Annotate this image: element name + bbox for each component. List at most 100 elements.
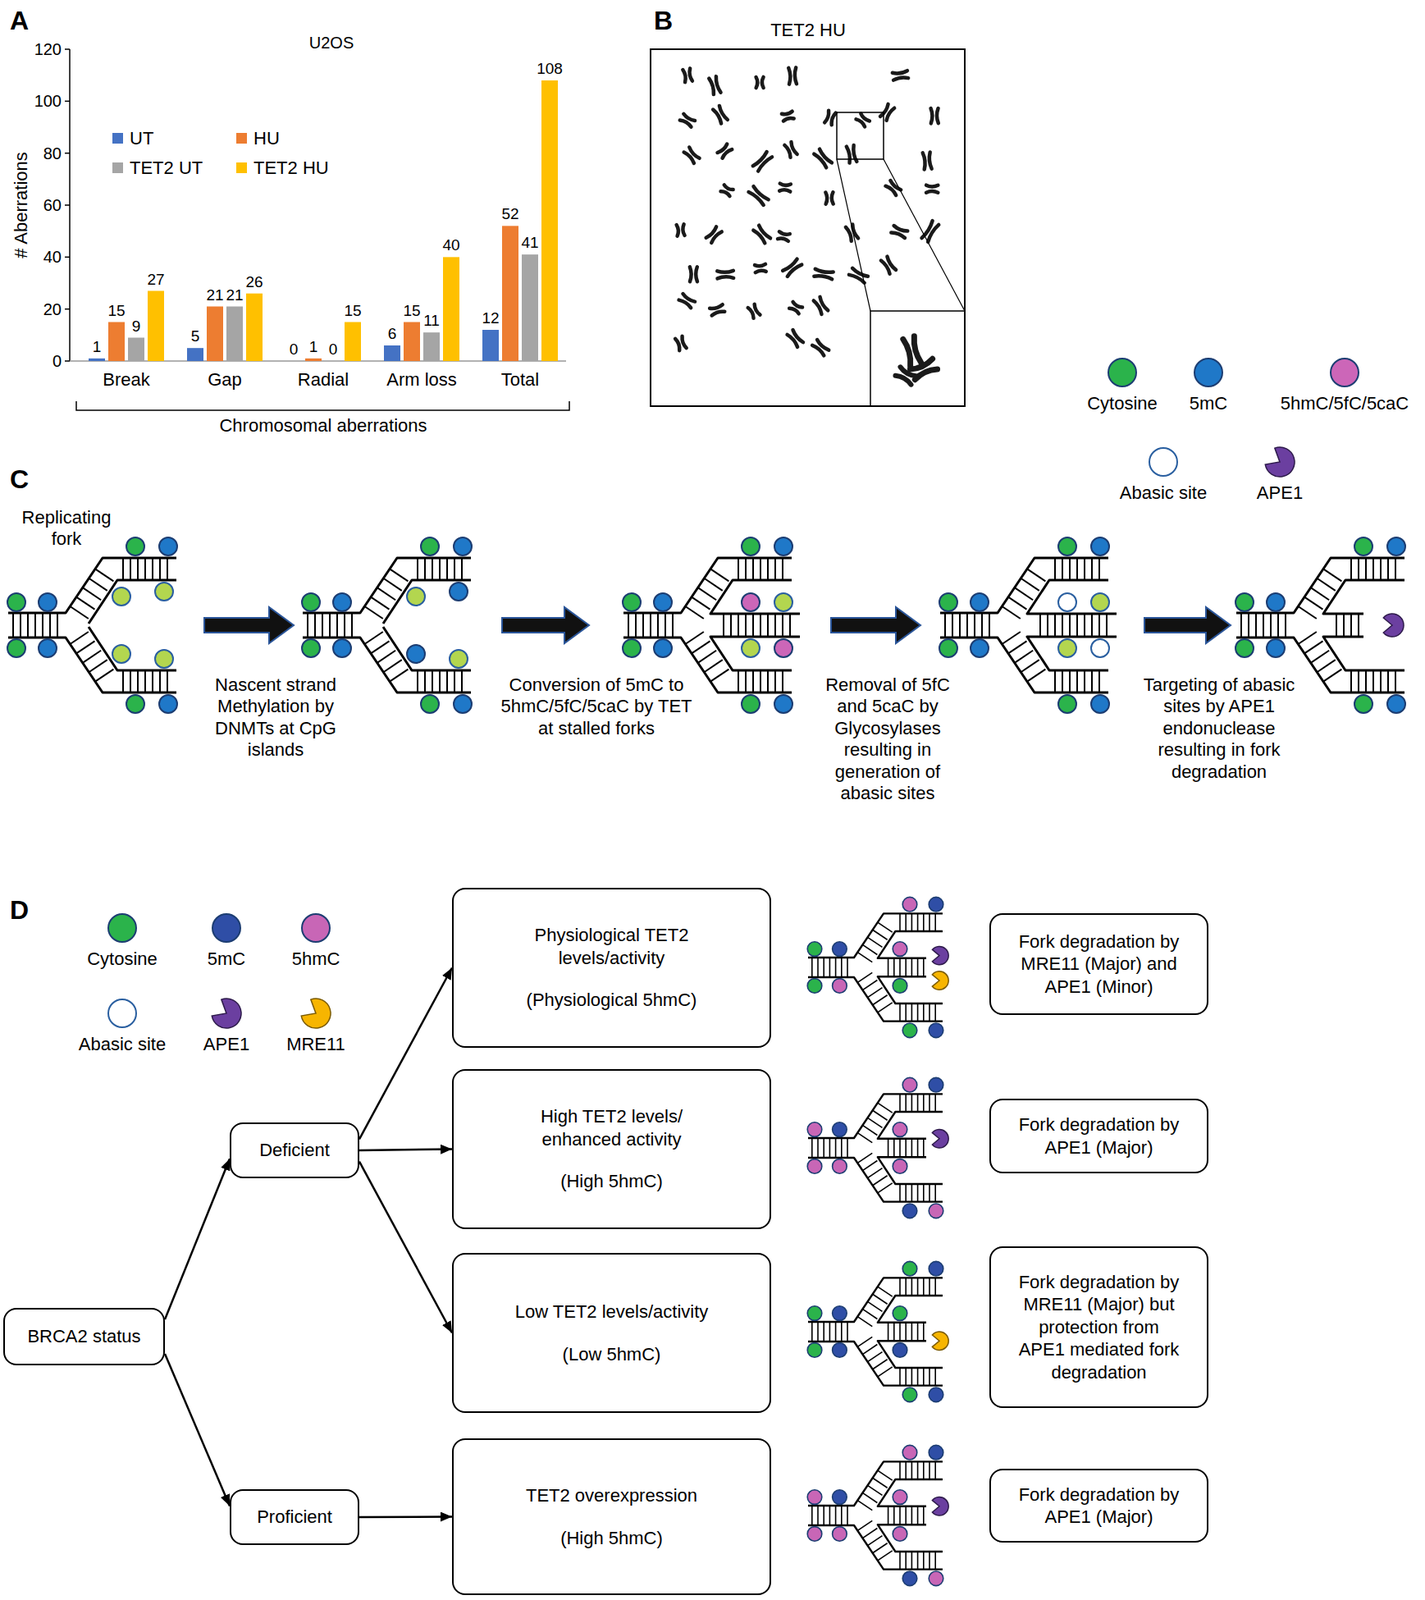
chromatid bbox=[777, 237, 789, 242]
nucleotide-circle bbox=[1235, 639, 1254, 658]
base-pair-rung bbox=[877, 1182, 893, 1193]
nucleotide-circle bbox=[449, 582, 468, 601]
base-pair-rung bbox=[159, 670, 161, 693]
base-pair-rung bbox=[166, 557, 169, 581]
chromosome bbox=[789, 301, 803, 314]
base-pair-rung bbox=[928, 913, 931, 932]
base-pair-rung bbox=[1014, 587, 1033, 600]
base-pair-rung bbox=[1372, 557, 1375, 581]
base-pair-rung bbox=[1304, 640, 1323, 654]
base-pair-rung bbox=[1365, 557, 1367, 581]
replication-fork bbox=[807, 1260, 949, 1402]
chromosome bbox=[812, 339, 829, 356]
base-pair-rung bbox=[917, 1367, 919, 1386]
base-pair-rung bbox=[56, 612, 59, 638]
base-pair-rung bbox=[774, 613, 777, 637]
base-pair-rung bbox=[911, 1138, 914, 1157]
chromatid bbox=[680, 336, 687, 349]
base-pair-rung bbox=[934, 1461, 937, 1480]
base-pair-rung bbox=[840, 957, 843, 978]
base-pair-rung bbox=[364, 606, 383, 619]
base-pair-rung bbox=[922, 1461, 925, 1480]
base-pair-rung bbox=[1262, 612, 1265, 638]
base-pair-rung bbox=[710, 568, 729, 581]
chromatid bbox=[709, 304, 723, 310]
base-pair-rung bbox=[383, 659, 402, 672]
base-pair-rung bbox=[904, 1093, 907, 1112]
base-pair-rung bbox=[19, 612, 22, 638]
condition-box: TET2 overexpression(High 5hmC) bbox=[452, 1438, 772, 1595]
base-pair-rung bbox=[1061, 670, 1064, 693]
base-pair-rung bbox=[928, 1367, 931, 1386]
legend-swatch bbox=[1329, 357, 1360, 388]
bar bbox=[502, 225, 519, 361]
base-pair-rung bbox=[862, 944, 877, 955]
base-pair-rung bbox=[767, 557, 769, 581]
base-pair-rung bbox=[1068, 557, 1071, 581]
base-pair-rung bbox=[389, 568, 408, 581]
base-pair-rung bbox=[934, 1277, 937, 1296]
chromatid bbox=[753, 151, 768, 167]
base-pair-rung bbox=[737, 557, 740, 581]
base-pair-rung bbox=[34, 612, 37, 638]
chromosome bbox=[676, 223, 686, 236]
base-pair-rung bbox=[862, 1492, 877, 1503]
chromatid bbox=[892, 70, 908, 74]
base-pair-rung bbox=[744, 670, 747, 693]
nucleotide-circle bbox=[453, 537, 472, 556]
bar bbox=[344, 322, 361, 362]
nucleotide-circle bbox=[902, 1260, 918, 1276]
base-pair-rung bbox=[857, 1132, 873, 1143]
base-pair-rung bbox=[867, 1535, 883, 1546]
panel-letter: D bbox=[9, 894, 29, 926]
chromatid bbox=[714, 76, 721, 93]
chromatid bbox=[708, 77, 715, 95]
base-pair-rung bbox=[1076, 557, 1078, 581]
bar-value: 0 bbox=[328, 340, 338, 360]
base-pair-rung bbox=[1304, 597, 1323, 610]
base-pair-rung bbox=[872, 1477, 888, 1488]
base-pair-rung bbox=[1255, 612, 1257, 638]
chromosome bbox=[895, 366, 916, 384]
base-pair-rung bbox=[737, 670, 740, 693]
nucleotide-circle bbox=[832, 1122, 848, 1138]
base-pair-rung bbox=[82, 650, 101, 663]
nucleotide-circle bbox=[1266, 593, 1285, 612]
base-pair-rung bbox=[934, 1551, 937, 1570]
chromatid bbox=[928, 151, 932, 169]
chromatid bbox=[855, 118, 866, 127]
outcome-box: Fork degradation by APE1 (Major) bbox=[989, 1468, 1209, 1543]
base-pair-rung bbox=[917, 913, 919, 932]
base-pair-rung bbox=[811, 957, 813, 978]
zoom-box bbox=[836, 112, 884, 160]
base-pair-rung bbox=[922, 958, 925, 977]
base-pair-rung bbox=[922, 913, 925, 932]
dna-strand bbox=[1027, 580, 1117, 614]
bar bbox=[108, 322, 125, 362]
base-pair-rung bbox=[691, 597, 710, 610]
base-pair-rung bbox=[922, 1322, 925, 1341]
panel-letter: C bbox=[9, 463, 29, 495]
nuclease-symbol bbox=[301, 998, 331, 1028]
bar-value: 41 bbox=[520, 233, 539, 253]
base-pair-rung bbox=[904, 958, 907, 977]
axis-tick-label: 120 bbox=[34, 39, 62, 60]
chromatid bbox=[717, 276, 734, 279]
image-frame bbox=[650, 49, 965, 407]
dna-strand bbox=[808, 913, 943, 958]
chromosome bbox=[682, 68, 693, 83]
axis-tick-label: 20 bbox=[43, 299, 62, 320]
nucleotide-circle bbox=[807, 978, 823, 994]
nucleotide-circle bbox=[774, 537, 793, 556]
legend-swatch bbox=[112, 132, 124, 144]
nucleotide-circle bbox=[126, 694, 145, 713]
base-pair-rung bbox=[12, 612, 14, 638]
chromosome bbox=[684, 146, 700, 163]
dna-strand bbox=[623, 557, 792, 613]
condition-box: High TET2 levels/ enhanced activity(High… bbox=[452, 1068, 772, 1229]
bar bbox=[383, 345, 401, 361]
chromatid bbox=[830, 112, 836, 125]
nucleotide-circle bbox=[892, 1122, 908, 1138]
step-text: Removal of 5fC and 5caC by Glycosylases … bbox=[816, 674, 960, 804]
